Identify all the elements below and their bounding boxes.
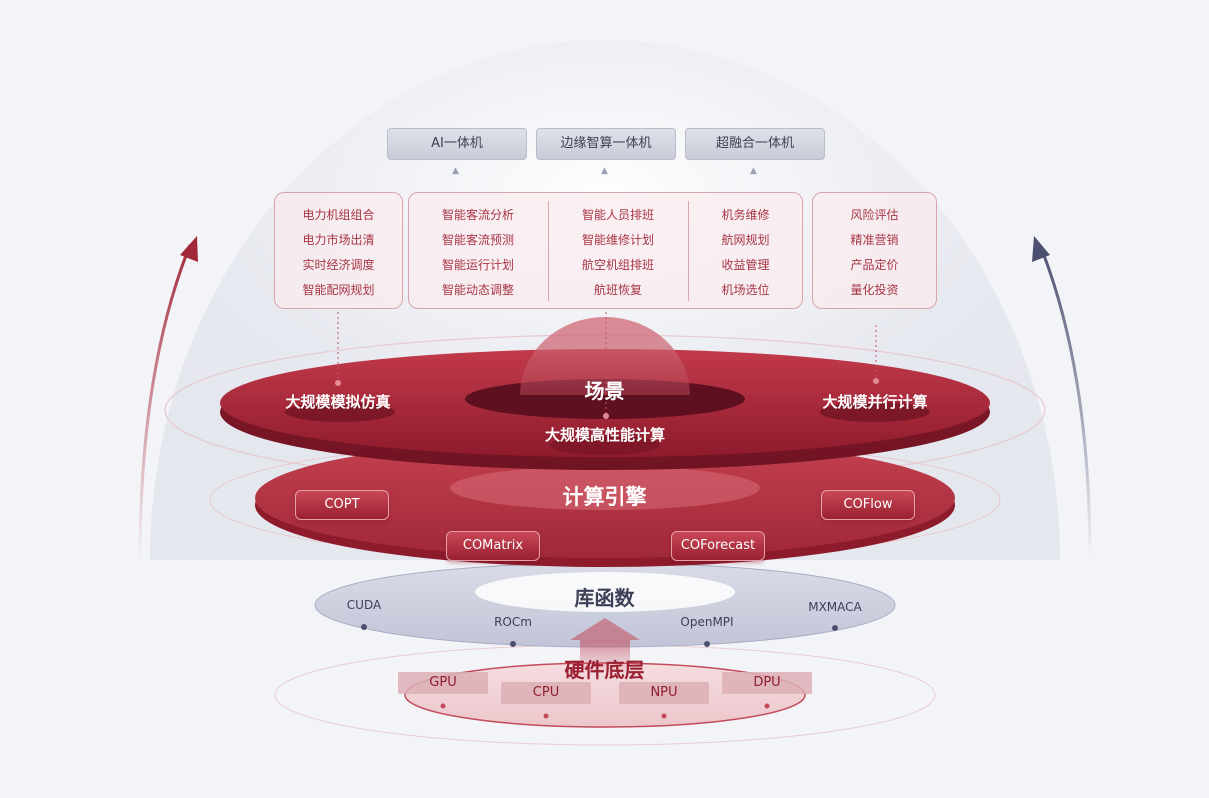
scene-left-pad: [285, 402, 395, 422]
up-arrow-head: [570, 618, 640, 640]
scenario-item: 精准营销: [850, 233, 899, 247]
library-layer-title: 库函数: [574, 586, 635, 610]
scenario-item: 机场选位: [721, 283, 770, 297]
scenario-item: 智能人员排班: [581, 208, 654, 222]
scenario-column: 智能人员排班 智能维修计划 航空机组排班 航班恢复: [549, 203, 687, 303]
engine-pill-coflow[interactable]: COFlow: [821, 490, 915, 520]
library-dot-rocm: [510, 641, 516, 647]
up-arrow-body: [580, 640, 630, 670]
engine-pill-copt[interactable]: COPT: [295, 490, 389, 520]
scenario-card-transport: 智能客流分析 智能客流预测 智能运行计划 智能动态调整 智能人员排班 智能维修计…: [408, 192, 803, 309]
scenario-item: 智能客流预测: [441, 233, 514, 247]
hardware-layer-title: 硬件底层: [564, 658, 645, 682]
right-arrow-curve: [1038, 244, 1092, 561]
scenario-item: 智能维修计划: [581, 233, 654, 247]
product-tab-edge[interactable]: 边缘智算一体机: [536, 128, 676, 160]
scene-layer-title: 场景: [584, 379, 625, 403]
caret-up-icon: ▲: [601, 166, 608, 176]
library-label-cuda: CUDA: [346, 598, 382, 612]
library-disc-highlight: [475, 572, 735, 612]
connector-right-dot: [873, 378, 879, 384]
right-arrow-head: [1032, 236, 1050, 262]
scenario-item: 智能运行计划: [441, 258, 514, 272]
library-dot-cuda: [361, 624, 367, 630]
hardware-chip-cpu[interactable]: CPU: [501, 682, 591, 704]
scene-center-pad: [550, 435, 660, 455]
scenario-item: 智能动态调整: [441, 283, 514, 297]
scene-left-label: 大规模模拟仿真: [285, 393, 391, 411]
scene-right-label: 大规模并行计算: [822, 393, 928, 411]
caret-up-icon: ▲: [750, 166, 757, 176]
library-dot-openmpi: [704, 641, 710, 647]
scenario-card-power: 电力机组组合 电力市场出清 实时经济调度 智能配网规划: [274, 192, 403, 309]
product-tab-ai[interactable]: AI一体机: [387, 128, 527, 160]
column-divider: [548, 201, 549, 301]
library-label-rocm: ROCm: [494, 615, 532, 629]
scenario-column: 机务维修 航网规划 收益管理 机场选位: [689, 203, 802, 303]
engine-pill-coforecast[interactable]: COForecast: [671, 531, 765, 561]
scenario-item: 电力市场出清: [302, 233, 375, 247]
hardware-chip-npu[interactable]: NPU: [619, 682, 709, 704]
scene-center-dome: [520, 317, 690, 395]
scenario-column: 电力机组组合 电力市场出清 实时经济调度 智能配网规划: [275, 203, 402, 303]
library-dot-mxmaca: [832, 625, 838, 631]
hardware-dot-npu: [661, 713, 667, 719]
caret-up-icon: ▲: [452, 166, 459, 176]
scenario-item: 航网规划: [721, 233, 770, 247]
scenario-card-finance: 风险评估 精准营销 产品定价 量化投资: [812, 192, 937, 309]
hardware-dot-gpu: [440, 703, 446, 709]
hardware-dot-dpu: [764, 703, 770, 709]
engine-disc-highlight: [450, 466, 760, 510]
scenario-item: 航班恢复: [593, 283, 642, 297]
scenario-item: 收益管理: [721, 258, 770, 272]
scenario-item: 航空机组排班: [581, 258, 654, 272]
hardware-chip-gpu[interactable]: GPU: [398, 672, 488, 694]
scenario-item: 产品定价: [850, 258, 899, 272]
engine-layer-title: 计算引擎: [562, 485, 647, 509]
scenario-item: 电力机组组合: [302, 208, 375, 222]
scenario-item: 机务维修: [721, 208, 770, 222]
scenario-column: 风险评估 精准营销 产品定价 量化投资: [813, 203, 936, 303]
connector-left-dot: [335, 380, 341, 386]
library-label-openmpi: OpenMPI: [680, 615, 734, 629]
scenario-item: 实时经济调度: [302, 258, 375, 272]
engine-pill-comatrix[interactable]: COMatrix: [446, 531, 540, 561]
scene-right-pad: [820, 402, 930, 422]
column-divider: [688, 201, 689, 301]
scenario-item: 智能配网规划: [302, 283, 375, 297]
scene-center-label: 大规模高性能计算: [544, 426, 665, 444]
left-arrow-head: [180, 236, 198, 262]
scenario-item: 智能客流分析: [441, 208, 514, 222]
hardware-chip-dpu[interactable]: DPU: [722, 672, 812, 694]
product-tab-hci[interactable]: 超融合一体机: [685, 128, 825, 160]
library-label-mxmaca: MXMACA: [808, 600, 862, 614]
scenario-item: 量化投资: [850, 283, 899, 297]
scenario-column: 智能客流分析 智能客流预测 智能运行计划 智能动态调整: [409, 203, 547, 303]
scenario-item: 风险评估: [850, 208, 899, 222]
left-arrow-curve: [138, 244, 192, 561]
hardware-dot-cpu: [543, 713, 549, 719]
connector-center-dot: [603, 413, 609, 419]
